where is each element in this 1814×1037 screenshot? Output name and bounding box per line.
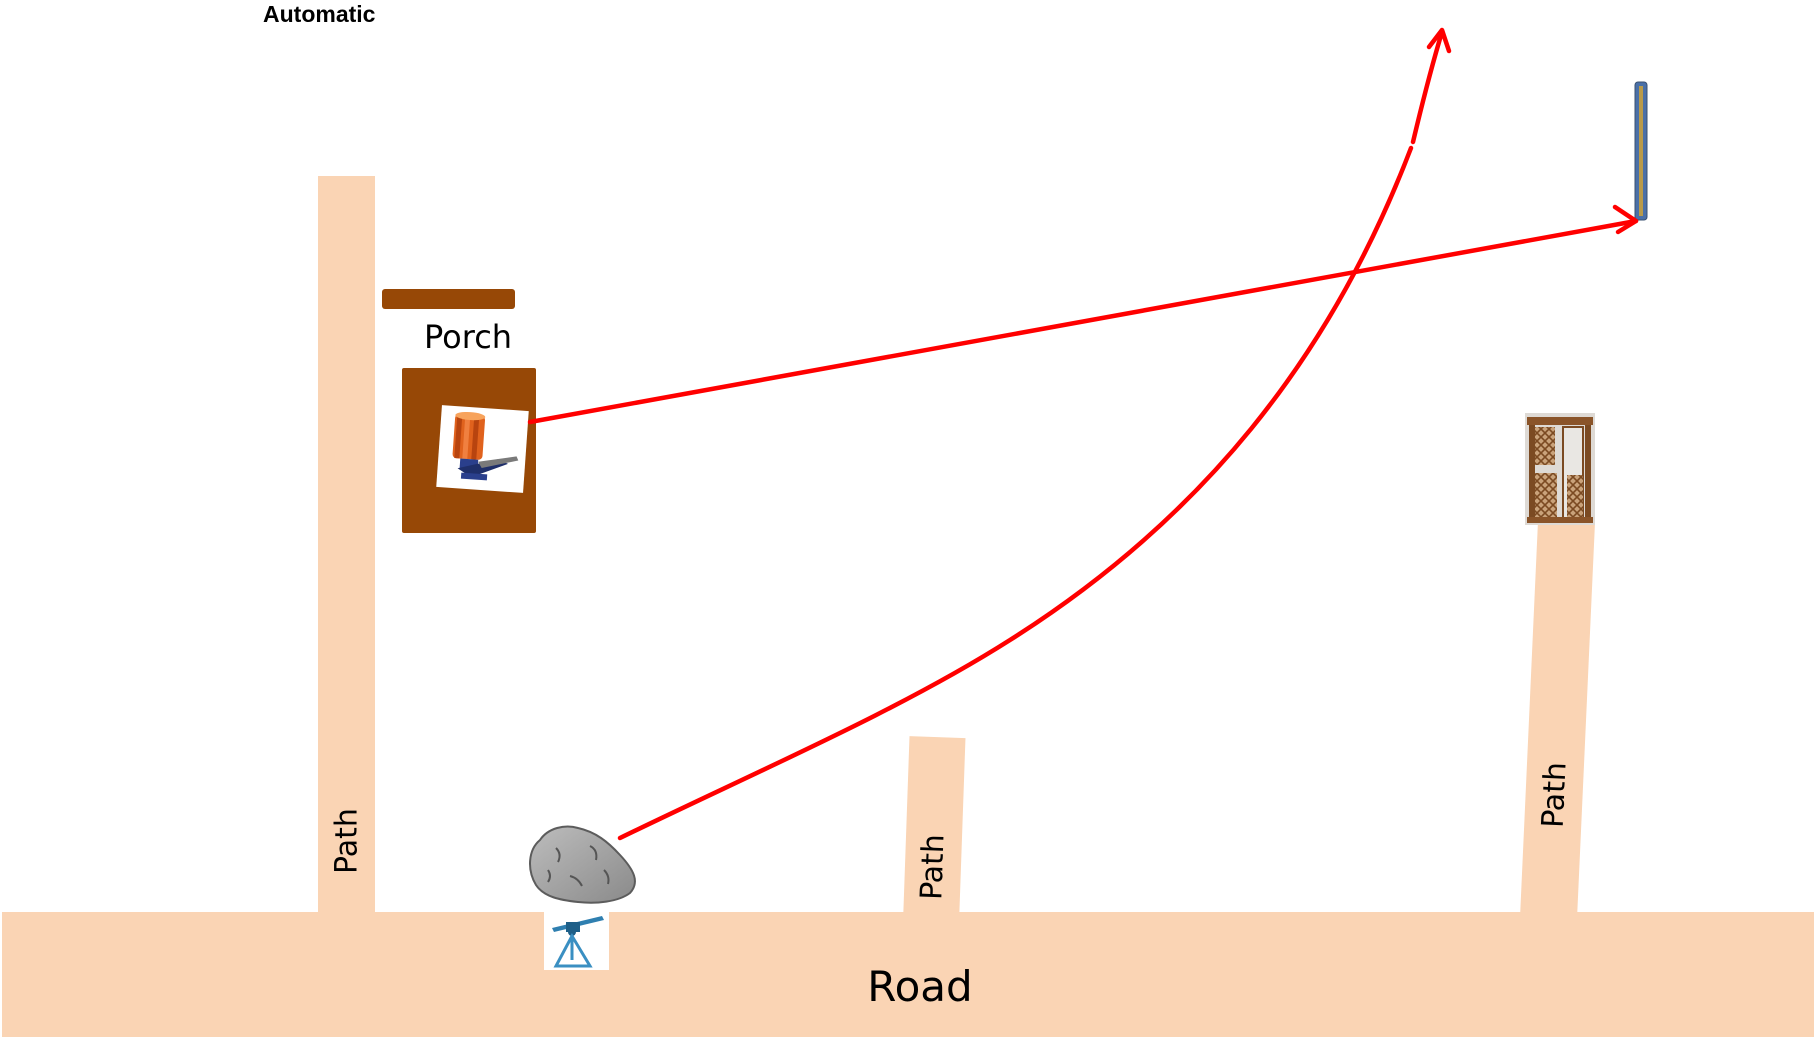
porch-label: Porch bbox=[424, 318, 513, 356]
road-label: Road bbox=[867, 962, 973, 1011]
clay-thrower-icon bbox=[436, 405, 529, 493]
straight-trajectory-arrow bbox=[527, 204, 1639, 425]
launcher-on-tripod-icon bbox=[544, 910, 609, 970]
path-left: Path bbox=[318, 176, 375, 912]
wooden-gazebo-icon bbox=[1525, 413, 1595, 525]
target-post-icon bbox=[1634, 81, 1648, 221]
curved-trajectory-arrow bbox=[617, 27, 1452, 841]
porch-roof bbox=[382, 289, 515, 309]
road bbox=[2, 912, 1814, 1037]
rock-icon bbox=[529, 825, 636, 904]
diagram-title: Automatic bbox=[263, 1, 376, 27]
